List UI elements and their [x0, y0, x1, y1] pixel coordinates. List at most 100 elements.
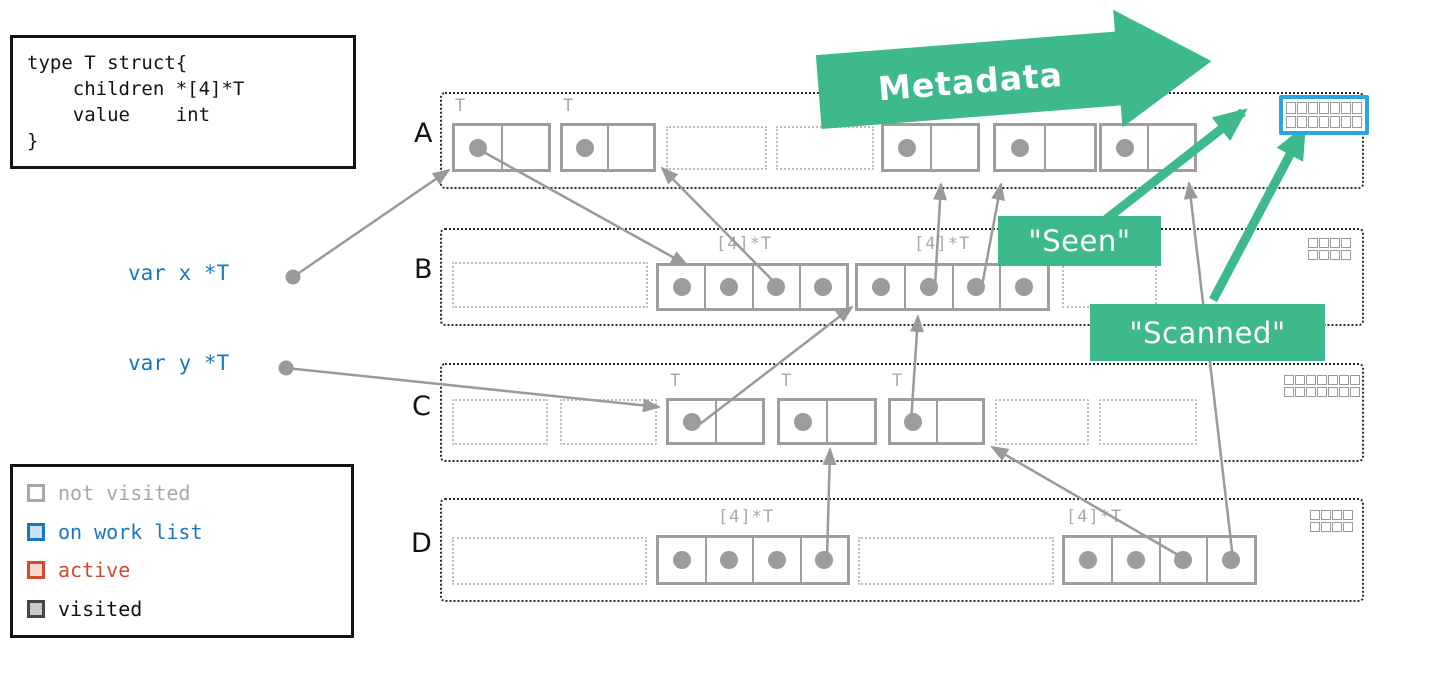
- object-cell: [754, 266, 801, 308]
- bitmap-cell: [1286, 116, 1296, 128]
- object-cell: [801, 266, 846, 308]
- bitmap-cell: [1352, 102, 1362, 114]
- heap-object: [855, 263, 1050, 311]
- bitmap-cell: [1286, 102, 1296, 114]
- bitmap-cell: [1341, 102, 1351, 114]
- legend-swatch-icon: [27, 484, 45, 502]
- object-cell: [954, 266, 1002, 308]
- object-cell: [1046, 126, 1094, 169]
- bitmap-cell: [1328, 387, 1338, 397]
- type-label: [4]*T: [1066, 507, 1123, 527]
- pointer-dot: [468, 138, 487, 157]
- object-cell: [828, 401, 874, 442]
- free-slot: [452, 537, 647, 585]
- scanned-callout: "Scanned": [1090, 304, 1325, 361]
- pointer-dot: [1015, 278, 1034, 296]
- type-label: T: [670, 371, 682, 391]
- type-label: T: [455, 96, 467, 116]
- bitmap-row: [1286, 102, 1362, 114]
- bitmap-cell: [1330, 250, 1340, 260]
- bitmap-cell: [1319, 102, 1329, 114]
- bitmap-row: [1310, 522, 1353, 532]
- pointer-dot: [919, 278, 938, 296]
- pointer-dot: [576, 138, 594, 157]
- bitmap-cell: [1319, 238, 1329, 248]
- legend-item-3: visited: [27, 597, 337, 621]
- type-label: T: [892, 371, 904, 391]
- bitmap-cell: [1339, 375, 1349, 385]
- object-cell: [1113, 538, 1161, 582]
- bitmap-cell: [1308, 116, 1318, 128]
- pointer-dot: [967, 278, 986, 296]
- struct-definition-box: type T struct{ children *[4]*T value int…: [10, 35, 356, 169]
- type-label: [4]*T: [716, 234, 773, 254]
- bitmap-cell: [1310, 510, 1320, 520]
- bitmap-cell: [1310, 522, 1320, 532]
- object-cell: [996, 126, 1046, 169]
- object-cell: [659, 538, 707, 582]
- object-cell: [802, 538, 848, 582]
- object-cell: [659, 266, 707, 308]
- free-slot: [452, 262, 648, 308]
- pointer-dot: [767, 278, 786, 296]
- bitmap-row: [1284, 375, 1360, 385]
- pointer-origin-dot: [278, 360, 294, 376]
- bitmap-cell: [1352, 116, 1362, 128]
- pointer-dot: [672, 551, 691, 569]
- bitmap-cell: [1319, 116, 1329, 128]
- heap-object: [881, 123, 980, 172]
- bitmap-cell: [1306, 375, 1316, 385]
- memory-row-C: [440, 363, 1364, 462]
- pointer-dot: [1078, 551, 1097, 569]
- legend-item-label: on work list: [58, 519, 203, 544]
- object-cell: [706, 266, 754, 308]
- object-cell: [503, 126, 549, 169]
- pointer-dot: [720, 551, 739, 569]
- bitmap-cell: [1330, 102, 1340, 114]
- pointer-dot: [767, 551, 786, 569]
- object-cell: [906, 266, 954, 308]
- pointer-dot: [719, 278, 738, 296]
- bitmap-cell: [1328, 375, 1338, 385]
- bitmap-cell: [1284, 375, 1294, 385]
- bitmap-cell: [1297, 102, 1307, 114]
- bitmap-row: [1284, 387, 1360, 397]
- pointer-dot: [672, 278, 691, 296]
- object-cell: [563, 126, 609, 169]
- pointer-dot: [682, 412, 701, 431]
- object-cell: [1149, 126, 1194, 169]
- pointer-dot: [794, 412, 812, 431]
- heap-object: [888, 398, 985, 445]
- bitmap-cell: [1308, 238, 1318, 248]
- pointer-dot: [1174, 551, 1193, 569]
- object-cell: [932, 126, 978, 169]
- legend-swatch-icon: [27, 522, 45, 541]
- object-cell: [717, 401, 763, 442]
- object-cell: [609, 126, 653, 169]
- seen-callout: "Seen": [998, 216, 1161, 266]
- pointer-dot: [871, 278, 890, 296]
- type-label: T: [781, 371, 793, 391]
- metadata-bitmap-icon: [1308, 238, 1351, 260]
- object-cell: [1208, 538, 1254, 582]
- bitmap-cell: [1343, 522, 1353, 532]
- bitmap-cell: [1317, 387, 1327, 397]
- bitmap-cell: [1332, 522, 1342, 532]
- object-cell: [884, 126, 932, 169]
- object-cell: [1001, 266, 1047, 308]
- bitmap-cell: [1330, 116, 1340, 128]
- legend-item-label: active: [58, 558, 131, 583]
- object-cell: [1065, 538, 1113, 582]
- pointer-dot: [897, 138, 916, 157]
- object-cell: [455, 126, 503, 169]
- object-cell: [780, 401, 828, 442]
- object-cell: [669, 401, 717, 442]
- pointer-var-x: var x *T: [128, 261, 230, 285]
- legend-swatch-icon: [27, 599, 45, 618]
- heap-object: [1099, 123, 1197, 172]
- pointer-dot: [1222, 551, 1241, 569]
- heap-object: [656, 263, 849, 311]
- legend-item-2: active: [27, 558, 337, 582]
- row-label-A: A: [414, 118, 433, 149]
